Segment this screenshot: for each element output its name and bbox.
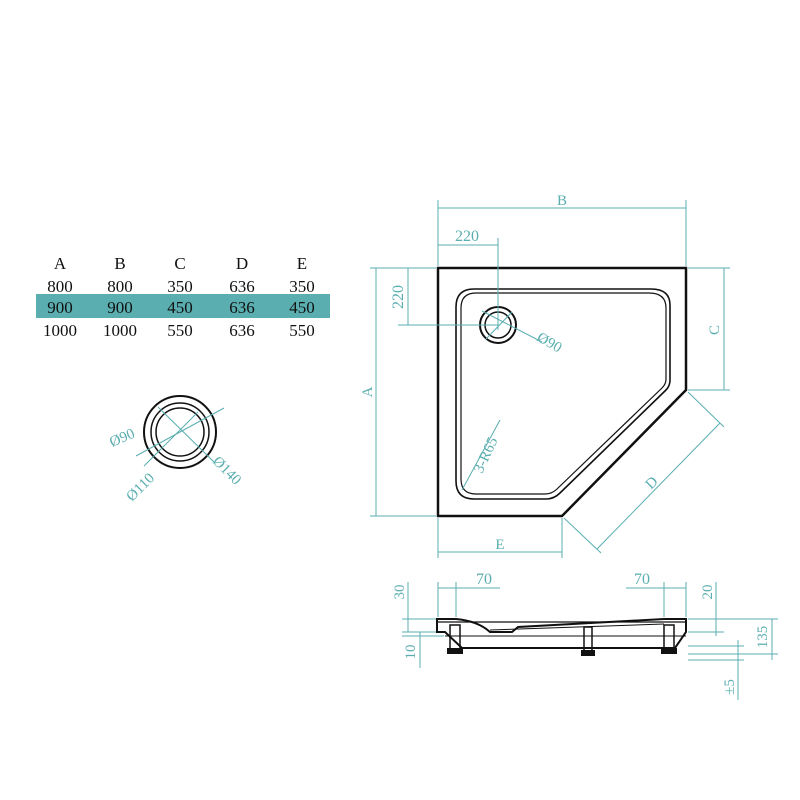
dimension-table: A B C D E 800 800 350 636 350 900 900 45… (36, 254, 330, 340)
section-body (436, 618, 687, 649)
table-header-b: B (114, 254, 125, 273)
table-cell: 350 (167, 277, 193, 296)
leg-right-foot (661, 648, 677, 654)
dimension-e-label: E (495, 537, 504, 553)
section-view: 70 70 30 10 20 135 ±5 (392, 571, 778, 700)
highlighted-row-band (36, 294, 330, 318)
leg-center-foot (581, 650, 595, 656)
waste-detail: Ø90 Ø110 Ø140 (107, 395, 244, 505)
table-cell: 800 (107, 277, 133, 296)
waste-outer-ring (143, 395, 217, 469)
radius-leader (461, 419, 501, 491)
dimension-d-line (596, 422, 721, 550)
waste-offset-x-label: 220 (455, 228, 479, 245)
table-cell: 636 (229, 321, 255, 340)
leg-left-foot (447, 648, 463, 654)
table-cell: 450 (167, 298, 193, 317)
dimension-d-extension (563, 517, 602, 554)
table-cell: 900 (47, 298, 73, 317)
section-bottom-left-label: 10 (403, 645, 419, 660)
waste-offset-y-label: 220 (390, 285, 407, 309)
waste-diameter-leader (485, 311, 513, 340)
waste-diameter-leader (481, 310, 543, 343)
waste-middle-diameter-label: Ø110 (124, 470, 158, 504)
waste-inner-ring (155, 407, 205, 457)
table-cell: 1000 (43, 321, 77, 340)
section-left-height-label: 30 (392, 585, 408, 600)
dimension-b-label: B (557, 193, 567, 209)
dimension-a-label: A (360, 386, 376, 397)
table-cell: 636 (229, 298, 255, 317)
dimension-d-label: D (643, 474, 662, 493)
tray-outline (436, 266, 688, 518)
waste-leader-line (143, 411, 199, 467)
section-floor-line (489, 623, 665, 631)
waste-diameter-label: Ø90 (534, 330, 564, 357)
dimension-d-extension (687, 391, 725, 428)
table-cell: 550 (289, 321, 315, 340)
section-right-height-label: 20 (700, 585, 716, 600)
table-cell: 800 (47, 277, 73, 296)
table-header-a: A (54, 254, 67, 273)
section-right-width-label: 70 (634, 571, 650, 588)
table-header-e: E (297, 254, 307, 273)
table-cell: 450 (289, 298, 315, 317)
waste-leader-line (157, 406, 215, 463)
dimension-c-label: C (707, 325, 723, 335)
waste-middle-ring (150, 402, 210, 462)
waste-outer-diameter-label: Ø140 (209, 454, 244, 489)
table-cell: 350 (289, 277, 315, 296)
basin-outline-outer (455, 288, 671, 500)
section-left-width-label: 70 (476, 571, 492, 588)
section-adjust-label: ±5 (722, 679, 738, 695)
table-header-c: C (174, 254, 185, 273)
table-cell: 550 (167, 321, 193, 340)
table-cell: 1000 (103, 321, 137, 340)
waste-leader-line (135, 407, 225, 457)
section-total-height-label: 135 (755, 626, 771, 649)
leg-center (583, 626, 593, 654)
table-cell: 900 (107, 298, 133, 317)
table-header-d: D (236, 254, 248, 273)
plan-view: Ø90 3-R65 B 220 220 A C D (360, 193, 730, 558)
corner-radius-label: 3-R65 (471, 435, 501, 476)
basin-outline-inner (460, 292, 667, 495)
waste-inner-diameter-label: Ø90 (107, 426, 137, 451)
table-cell: 636 (229, 277, 255, 296)
